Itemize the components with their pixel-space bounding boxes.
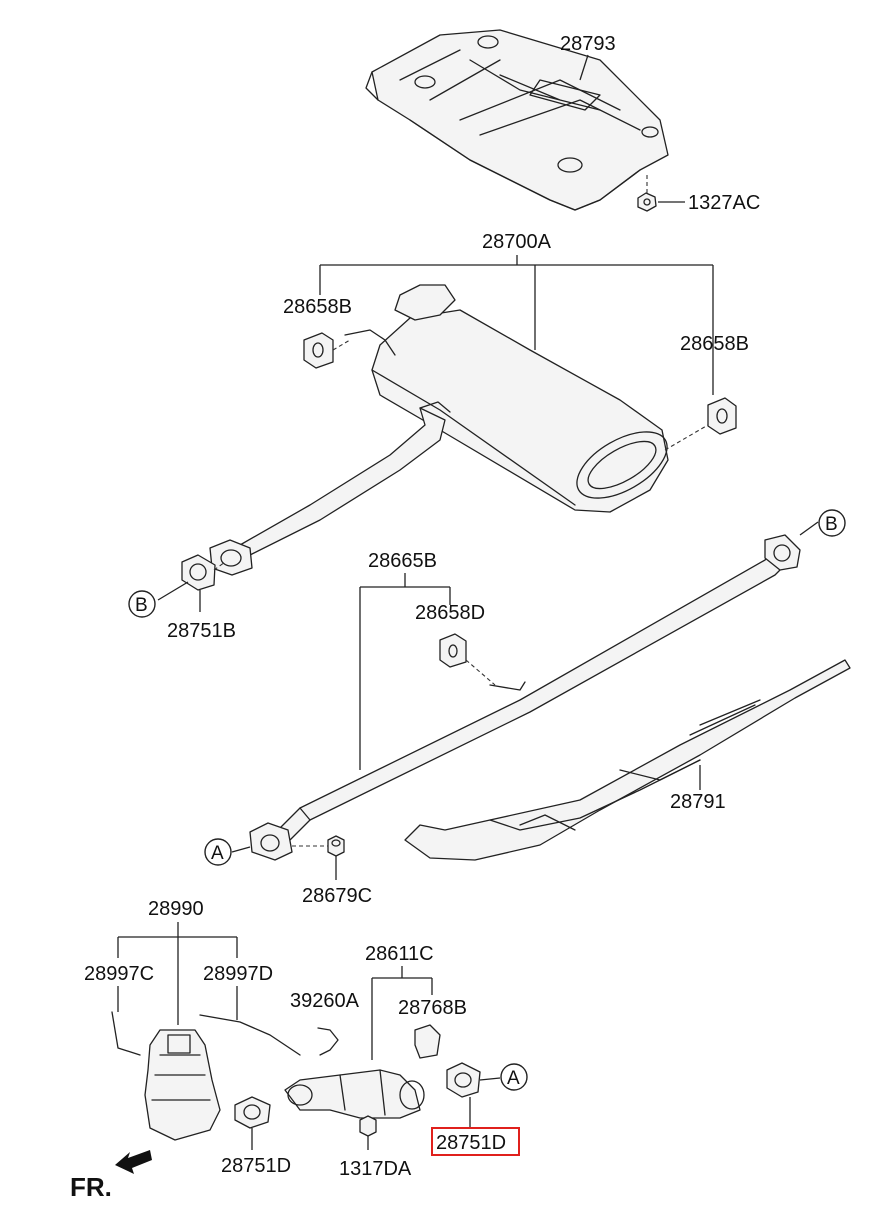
gasket-28751d-left[interactable] xyxy=(234,1096,271,1129)
center-pipe-28665b[interactable] xyxy=(249,534,801,861)
front-direction-arrow-icon xyxy=(115,1150,152,1174)
gasket-28751b[interactable] xyxy=(181,554,216,591)
hanger-28658b-left[interactable] xyxy=(303,332,334,369)
front-pipe-28611c[interactable] xyxy=(284,1069,425,1119)
label-28791: 28791 xyxy=(670,791,726,813)
ref-circle-a-mid xyxy=(204,838,232,866)
highlight-box-28751d xyxy=(431,1127,520,1156)
label-28751d-right[interactable]: 28751D xyxy=(436,1132,506,1154)
ref-b-left: B xyxy=(135,595,148,616)
label-28751d-left: 28751D xyxy=(221,1155,291,1177)
gasket-28751d-right[interactable] xyxy=(446,1062,481,1098)
hanger-28658b-right[interactable] xyxy=(707,397,737,435)
ref-circle-b-left xyxy=(128,590,156,618)
label-28997d: 28997D xyxy=(203,963,273,985)
front-direction-label: FR. xyxy=(70,1172,112,1202)
label-28658d: 28658D xyxy=(415,602,485,624)
catalytic-converter-28990[interactable] xyxy=(144,1029,221,1141)
label-28665b: 28665B xyxy=(368,550,437,572)
label-28700a: 28700A xyxy=(482,231,552,253)
ref-b-top: B xyxy=(825,514,838,535)
label-28611c: 28611C xyxy=(365,943,434,965)
nut-1327ac[interactable] xyxy=(637,192,657,212)
label-28997c: 28997C xyxy=(84,963,154,985)
ref-circle-b-top xyxy=(818,509,846,537)
nut-1317da[interactable] xyxy=(359,1115,377,1137)
label-28658b-left: 28658B xyxy=(283,296,352,318)
label-28768b: 28768B xyxy=(398,997,467,1019)
label-1327ac: 1327AC xyxy=(688,192,760,214)
ref-circle-a-low xyxy=(500,1063,528,1091)
ref-a-mid: A xyxy=(211,843,224,864)
hanger-28658d[interactable] xyxy=(439,633,467,668)
label-1317da: 1317DA xyxy=(339,1158,412,1180)
label-28990: 28990 xyxy=(148,898,204,920)
oxygen-sensor-28997d[interactable] xyxy=(199,1014,301,1056)
label-28793: 28793 xyxy=(560,33,616,55)
label-28658b-right: 28658B xyxy=(680,333,749,355)
label-28679c: 28679C xyxy=(302,885,372,907)
muffler-assembly-28700a[interactable] xyxy=(209,284,678,576)
heat-protector-28793[interactable] xyxy=(365,29,669,211)
oxygen-sensor-28997c[interactable] xyxy=(111,1011,141,1056)
label-28751b: 28751B xyxy=(167,620,236,642)
connector-39260a[interactable] xyxy=(317,1027,339,1056)
nut-28679c[interactable] xyxy=(327,835,345,857)
label-39260a: 39260A xyxy=(290,990,360,1012)
heat-protector-28791[interactable] xyxy=(404,659,851,861)
ref-a-low: A xyxy=(507,1068,520,1089)
bracket-28768b[interactable] xyxy=(414,1024,441,1059)
